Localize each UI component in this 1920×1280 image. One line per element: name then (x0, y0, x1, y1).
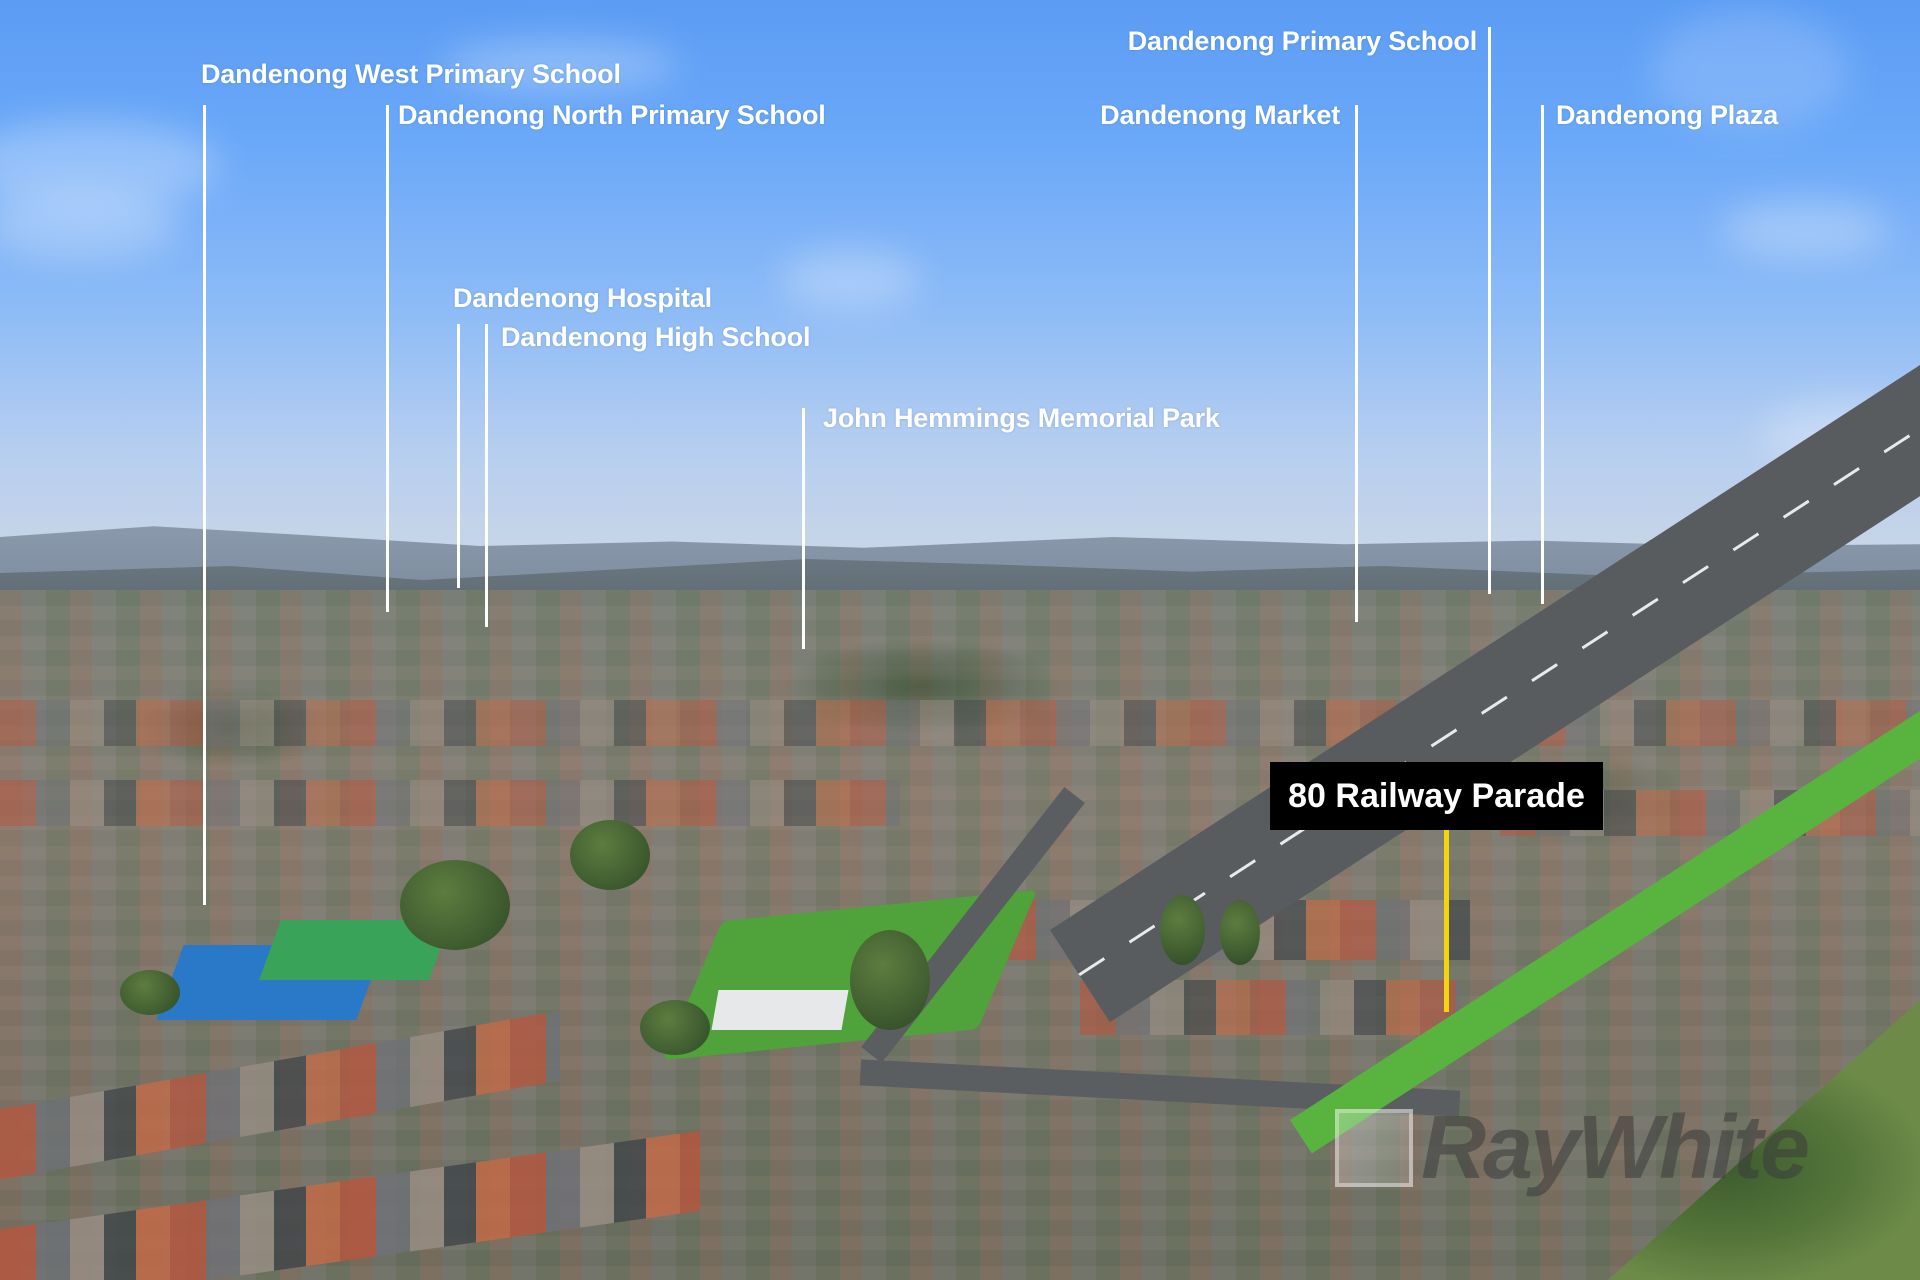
tree (850, 930, 930, 1030)
tree (640, 1000, 710, 1055)
pavilion-roof (711, 990, 849, 1030)
cloud (780, 250, 920, 310)
landmark-label: Dandenong West Primary School (201, 59, 621, 89)
sky (0, 0, 1920, 560)
tree (400, 860, 510, 950)
landmark-label: Dandenong North Primary School (398, 100, 826, 130)
ray-white-logo-square-icon (1335, 1109, 1413, 1187)
cloud (440, 40, 680, 90)
pin-line-high-school (485, 324, 488, 627)
property-address: 80 Railway Parade (1288, 776, 1585, 815)
tree (570, 820, 650, 890)
tree (120, 970, 180, 1015)
property-address-tag: 80 Railway Parade (1270, 762, 1603, 830)
house-row (0, 700, 1920, 746)
pin-line-hospital (457, 324, 460, 588)
landmark-label: John Hemmings Memorial Park (823, 403, 1220, 433)
pin-line-market (1355, 105, 1358, 622)
landmark-label: Dandenong Plaza (1556, 100, 1779, 130)
house-row (0, 780, 900, 826)
landmark-label: Dandenong Hospital (453, 283, 712, 313)
agency-watermark: RayWhite (1335, 1098, 1810, 1198)
pin-line-north-primary (386, 105, 389, 612)
pin-line-west-primary (203, 105, 206, 905)
pin-line-dandenong-primary (1488, 27, 1491, 594)
pin-line-plaza (1541, 105, 1544, 604)
landmark-label: Dandenong Market (1100, 100, 1340, 130)
watermark-text: RayWhite (1421, 1098, 1810, 1198)
landmark-label: Dandenong Primary School (1127, 26, 1477, 56)
cloud (1650, 10, 1850, 130)
cloud (0, 190, 180, 260)
landmark-label: Dandenong High School (501, 322, 811, 352)
tree (1160, 895, 1205, 965)
cloud (1720, 200, 1890, 260)
pin-line-john-hemmings-park (802, 408, 805, 649)
property-pointer-line (1444, 830, 1449, 1012)
tree (1220, 900, 1260, 965)
cloud (0, 120, 220, 210)
